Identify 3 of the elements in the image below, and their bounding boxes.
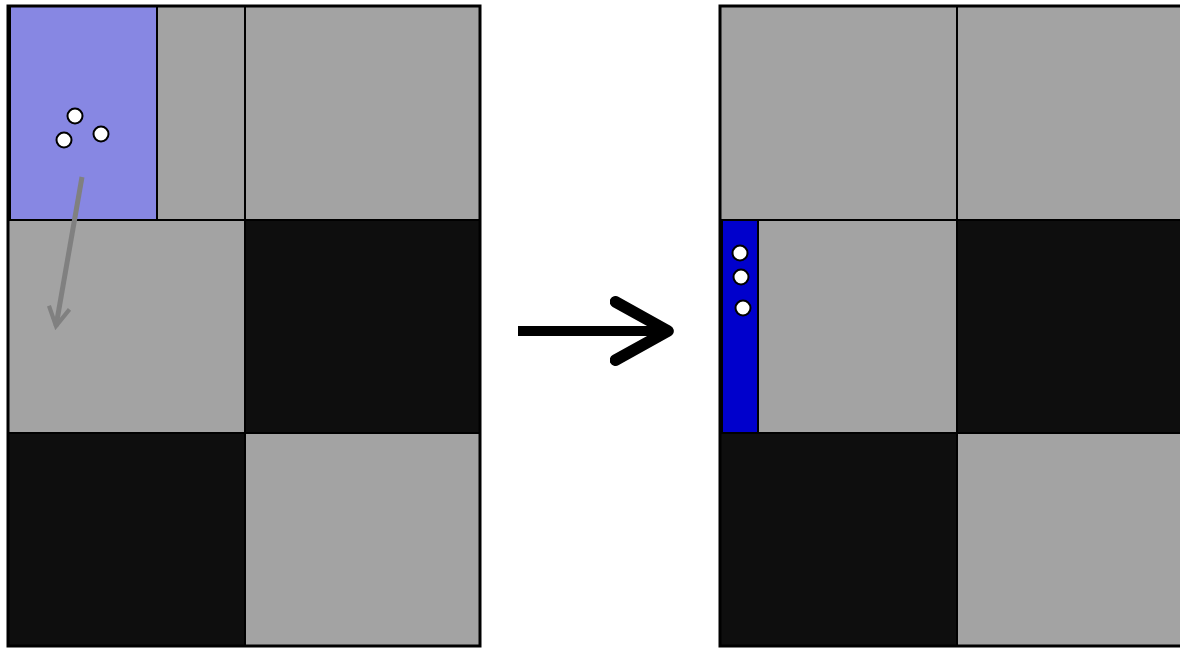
arrow xyxy=(518,296,674,366)
grid-drawing xyxy=(6,4,482,648)
grid-drawing xyxy=(718,4,1180,648)
